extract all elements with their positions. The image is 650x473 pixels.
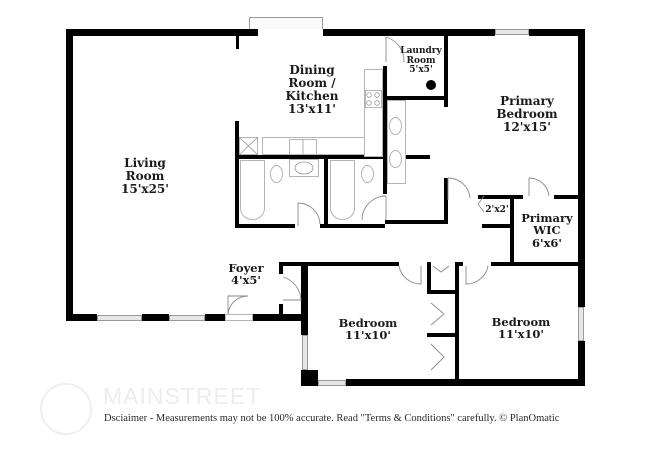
room-name-line: WIC [533, 223, 561, 238]
disclaimer-text: Dsciaimer - Measurements may not be 100%… [104, 413, 560, 424]
wall-closet-a-left [427, 262, 431, 292]
wall-primary-bottom-a [478, 195, 523, 199]
room-name-line: Bedroom [491, 315, 551, 329]
wall-bottom-left-c [205, 314, 225, 321]
room-dimensions: 11'x10' [345, 328, 391, 343]
vanity-2 [387, 100, 406, 184]
window-living-1 [97, 315, 142, 321]
room-dimensions: 12'x15' [503, 119, 551, 134]
wall-laundry-bottom [383, 96, 446, 100]
wall-bedroom-divider [455, 262, 459, 382]
room-dimensions: 5'x5' [409, 65, 433, 76]
wall-closet-a-right-top [455, 262, 463, 266]
window-primary-top [495, 29, 529, 35]
wall-laundry-primary [444, 35, 448, 107]
window-living-2 [169, 315, 205, 321]
room-name-line: Room / [288, 75, 336, 90]
room-label-bedroom-2: Bedroom 11'x10' [483, 316, 559, 341]
toilet-1 [270, 165, 283, 183]
fridge-box [239, 137, 258, 155]
wall-closet-bottom [482, 224, 512, 228]
room-dimensions: 6'x6' [532, 235, 562, 250]
wall-top-right [529, 29, 585, 36]
room-name-line: Primary [521, 211, 573, 225]
window-bedroom1-left [302, 335, 308, 370]
room-name-line: Bedroom [338, 316, 398, 330]
wall-bedroom1-left [301, 262, 308, 335]
room-name-line: Primary [500, 94, 554, 108]
room-dimensions: 11'x10' [498, 327, 544, 342]
room-name-line: Room [406, 55, 436, 66]
wall-bottom-bedroom1-corner [301, 370, 318, 386]
room-dimensions: 15'x25' [121, 181, 169, 196]
room-name-line: Kitchen [285, 88, 339, 103]
kitchen-sink [289, 139, 317, 155]
wall-right-lower-a [578, 262, 585, 307]
room-name-line: Room [125, 168, 165, 183]
wall-foyer-closet-top [279, 262, 304, 266]
wall-bedrooms-top-a [279, 262, 399, 266]
room-dimensions: 13'x11' [288, 101, 336, 116]
wall-foyer-closet-left-b [279, 304, 283, 316]
wall-living-stub [236, 35, 239, 49]
wall-top-mid [323, 29, 495, 36]
room-label-bedroom-1: Bedroom 11'x10' [330, 317, 406, 342]
bathtub-2 [330, 160, 355, 220]
room-label-primary-wic: Primary WIC 6'x6' [514, 211, 580, 250]
wall-hall-right [444, 178, 448, 224]
wall-closet-a-bottom [427, 290, 457, 294]
room-label-living-room: Living Room 15'x25' [105, 157, 185, 196]
wall-bottom-right [346, 379, 585, 386]
wall-right-lower-b [578, 341, 585, 386]
room-name-line: Living [124, 156, 166, 170]
wall-bath1-bottom-b [320, 224, 385, 228]
wall-bottom-left-d [253, 314, 308, 321]
wall-bath-divider [324, 155, 328, 227]
wall-bottom-left-a [66, 314, 97, 321]
wall-kitchen-laundry [383, 66, 387, 194]
wall-bedrooms-top-b [491, 262, 582, 266]
front-door-threshold [225, 314, 253, 321]
wall-living-bath [235, 121, 239, 227]
wall-bath2-bottom [385, 220, 445, 224]
water-heater-icon [426, 80, 436, 90]
wall-kitchen-bath [235, 155, 430, 159]
wall-foyer-closet-left-a [279, 262, 283, 274]
sink-2b [389, 150, 402, 168]
watermark-text: MAINSTREET [103, 383, 262, 409]
room-label-foyer: Foyer 4'x5' [220, 262, 272, 287]
wall-wic-left [510, 195, 514, 265]
room-name-line: Dining [289, 63, 335, 77]
wall-closet-stub [427, 333, 457, 337]
vanity-1 [289, 159, 319, 177]
room-name-line: Laundry [400, 46, 442, 56]
kitchen-counter-right [364, 69, 383, 157]
wall-left [66, 29, 73, 321]
window-kitchen [249, 17, 323, 29]
room-label-primary-bedroom: Primary Bedroom 12'x15' [487, 95, 567, 134]
room-name-line: Bedroom [496, 106, 558, 121]
window-bedroom1-bottom [318, 380, 346, 386]
toilet-2 [361, 165, 374, 183]
wall-primary-bottom-b [554, 195, 582, 199]
watermark-logo-icon [40, 383, 92, 435]
window-bedroom2-right [578, 307, 584, 341]
wall-bottom-left-b [142, 314, 169, 321]
sink-2a [389, 117, 402, 135]
stove [365, 90, 382, 108]
room-dimensions: 2'x2' [485, 205, 509, 215]
room-label-closet-2x2: 2'x2' [482, 205, 512, 216]
room-name-line: Foyer [228, 261, 264, 275]
room-label-laundry-room: Laundry Room 5'x5' [398, 46, 444, 76]
wall-bath1-bottom-a [235, 224, 295, 228]
wall-right-upper [578, 29, 585, 267]
room-dimensions: 4'x5' [231, 273, 261, 288]
room-label-dining-kitchen: Dining Room / Kitchen 13'x11' [272, 64, 352, 116]
wall-top-left [66, 29, 258, 36]
bathtub-1 [240, 160, 265, 220]
